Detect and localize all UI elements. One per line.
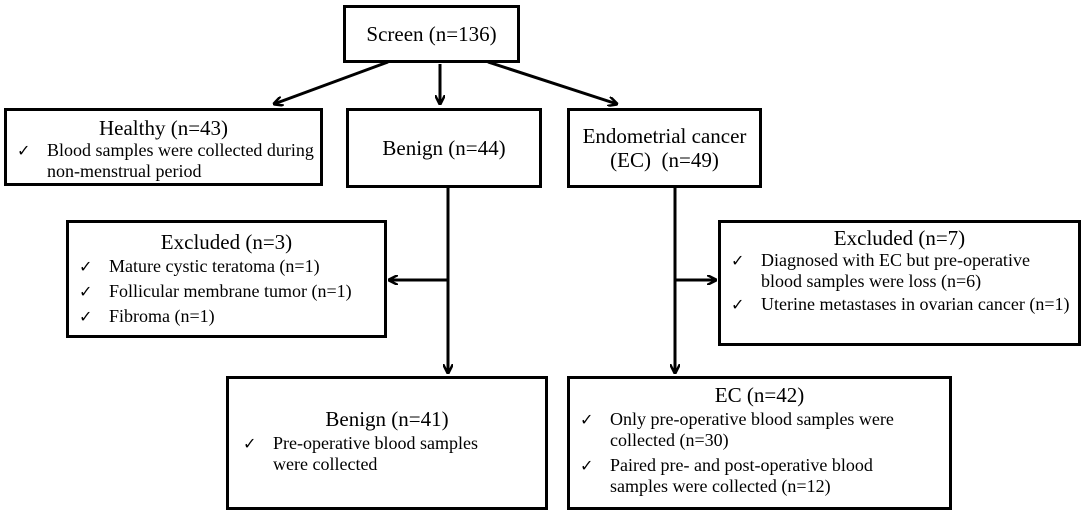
- benign-final-list: ✓Pre-operative blood samples were collec…: [229, 433, 545, 475]
- check-icon: ✓: [17, 141, 31, 160]
- healthy-box: Healthy (n=43) ✓Blood samples were colle…: [4, 108, 323, 186]
- endometrial-title-line1: Endometrial cancer: [582, 124, 747, 148]
- endometrial-title-line2: (EC) (n=49): [610, 148, 719, 172]
- ec-final-box: EC (n=42) ✓Only pre-operative blood samp…: [567, 376, 952, 510]
- excluded-ec-item: ✓Diagnosed with EC but pre-operative blo…: [731, 250, 1030, 291]
- ec-final-title: EC (n=42): [714, 383, 805, 407]
- excluded-ec-box: Excluded (n=7) ✓Diagnosed with EC but pr…: [718, 220, 1081, 346]
- excluded-benign-item: ✓Follicular membrane tumor (n=1): [79, 281, 352, 301]
- check-icon: ✓: [79, 282, 93, 301]
- excluded-benign-box: Excluded (n=3) ✓Mature cystic teratoma (…: [66, 220, 387, 338]
- healthy-title: Healthy (n=43): [98, 116, 229, 140]
- ec-final-item: ✓Paired pre- and post-operative blood sa…: [580, 455, 873, 496]
- benign-final-item: ✓Pre-operative blood samples were collec…: [243, 433, 478, 474]
- screen-label: Screen (n=136): [366, 22, 497, 46]
- ec-final-item: ✓Only pre-operative blood samples were c…: [580, 409, 894, 450]
- excluded-benign-title: Excluded (n=3): [160, 230, 293, 254]
- endometrial-box: Endometrial cancer (EC) (n=49): [567, 108, 762, 188]
- check-icon: ✓: [580, 410, 594, 429]
- benign-final-title: Benign (n=41): [325, 407, 449, 431]
- excluded-ec-list: ✓Diagnosed with EC but pre-operative blo…: [721, 250, 1078, 315]
- benign-box: Benign (n=44): [346, 108, 542, 188]
- check-icon: ✓: [731, 251, 745, 270]
- ec-final-list: ✓Only pre-operative blood samples were c…: [570, 409, 949, 497]
- benign-label: Benign (n=44): [382, 136, 506, 160]
- excluded-ec-title: Excluded (n=7): [833, 226, 966, 250]
- arrow-screen-to-ec: [487, 60, 617, 104]
- healthy-item: ✓Blood samples were collected during non…: [17, 140, 314, 181]
- excluded-ec-item: ✓Uterine metastases in ovarian cancer (n…: [731, 294, 1070, 314]
- check-icon: ✓: [731, 295, 745, 314]
- check-icon: ✓: [79, 307, 93, 326]
- check-icon: ✓: [580, 456, 594, 475]
- arrow-screen-to-healthy: [274, 60, 389, 104]
- screen-box: Screen (n=136): [343, 5, 520, 63]
- healthy-list: ✓Blood samples were collected during non…: [7, 140, 320, 182]
- excluded-benign-list: ✓Mature cystic teratoma (n=1) ✓Follicula…: [69, 256, 384, 327]
- check-icon: ✓: [243, 434, 257, 453]
- check-icon: ✓: [79, 257, 93, 276]
- excluded-benign-item: ✓Fibroma (n=1): [79, 306, 215, 326]
- benign-final-box: Benign (n=41) ✓Pre-operative blood sampl…: [226, 376, 548, 510]
- excluded-benign-item: ✓Mature cystic teratoma (n=1): [79, 256, 320, 276]
